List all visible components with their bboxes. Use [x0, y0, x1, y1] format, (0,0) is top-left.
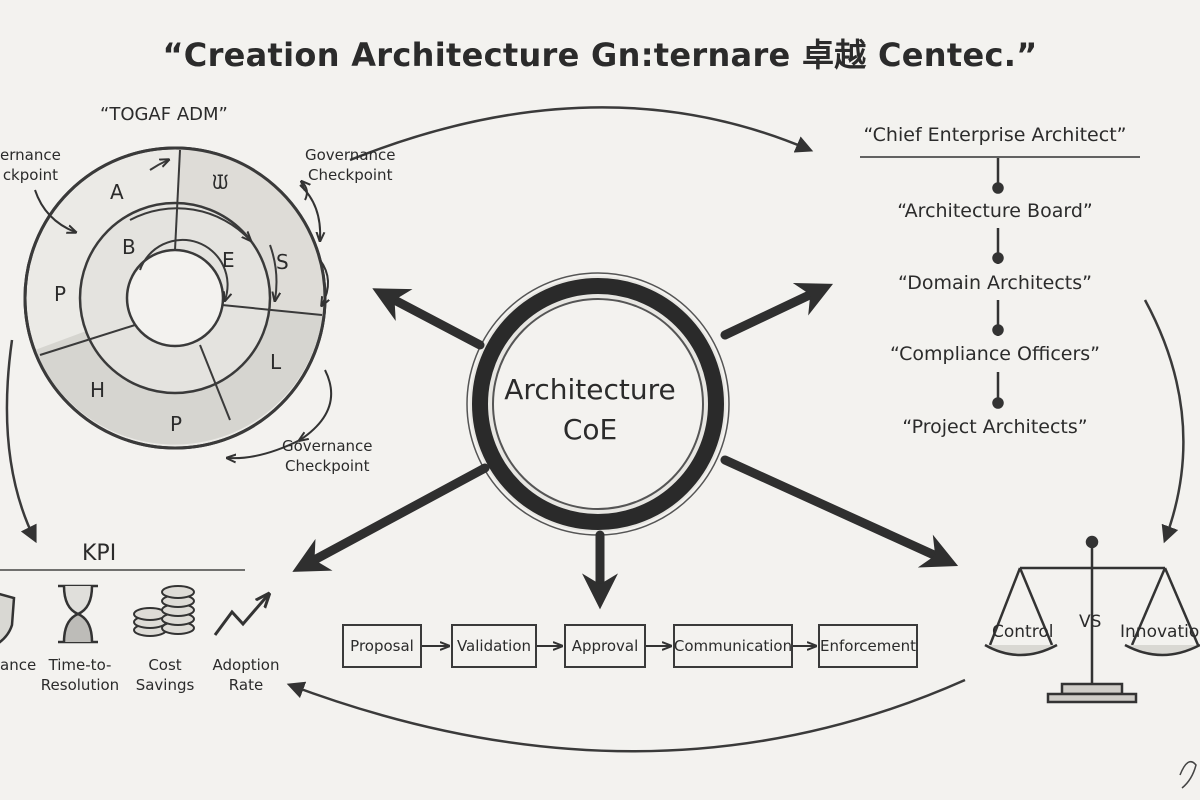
process-step-communication: Communication [673, 624, 793, 668]
process-step-approval: Approval [564, 624, 646, 668]
kpi-title: KPI [82, 541, 117, 566]
kpi-label: Time-to-Resolution [40, 656, 120, 694]
process-step-validation: Validation [451, 624, 537, 668]
hierarchy-connectors [860, 156, 1140, 409]
balance-control-label: Control [992, 622, 1054, 642]
process-step-proposal: Proposal [342, 624, 422, 668]
phase-label: P [170, 412, 183, 436]
hourglass-icon [58, 584, 98, 644]
phase-label: S [276, 250, 289, 274]
balance-scale [984, 535, 1200, 704]
togaf-adm-wheel [23, 146, 327, 450]
process-step-enforcement: Enforcement [818, 624, 918, 668]
phase-label: B [122, 235, 136, 259]
role-chief-enterprise-architect: “Chief Enterprise Architect” [863, 124, 1127, 146]
phase-label: A [110, 180, 124, 204]
shield-icon [0, 592, 16, 644]
role-project-architects: “Project Architects” [902, 416, 1088, 438]
role-domain-architects: “Domain Architects” [898, 272, 1092, 294]
corner-signature-doodle [1179, 760, 1197, 789]
coe-radiating-arrows [292, 282, 959, 610]
togaf-adm-title: “TOGAF ADM” [100, 104, 228, 125]
balance-innovation-label: Innovation [1120, 622, 1200, 642]
phase-label: E [222, 248, 235, 272]
phase-label: P [54, 282, 67, 306]
role-architecture-board: “Architecture Board” [897, 200, 1093, 222]
phase-label: L [270, 350, 282, 374]
role-compliance-officers: “Compliance Officers” [889, 343, 1101, 365]
coe-ring [466, 272, 730, 536]
phase-label: ᙡ [212, 170, 229, 194]
trend-arrow-icon [213, 595, 268, 636]
diagram-title: “Creation Architecture Gn:ternare 卓越 Cen… [162, 36, 1038, 74]
balance-vs-label: VS [1079, 612, 1102, 632]
phase-label: H [90, 378, 106, 402]
kpi-label: ance [0, 656, 37, 674]
coins-icon [133, 585, 195, 637]
